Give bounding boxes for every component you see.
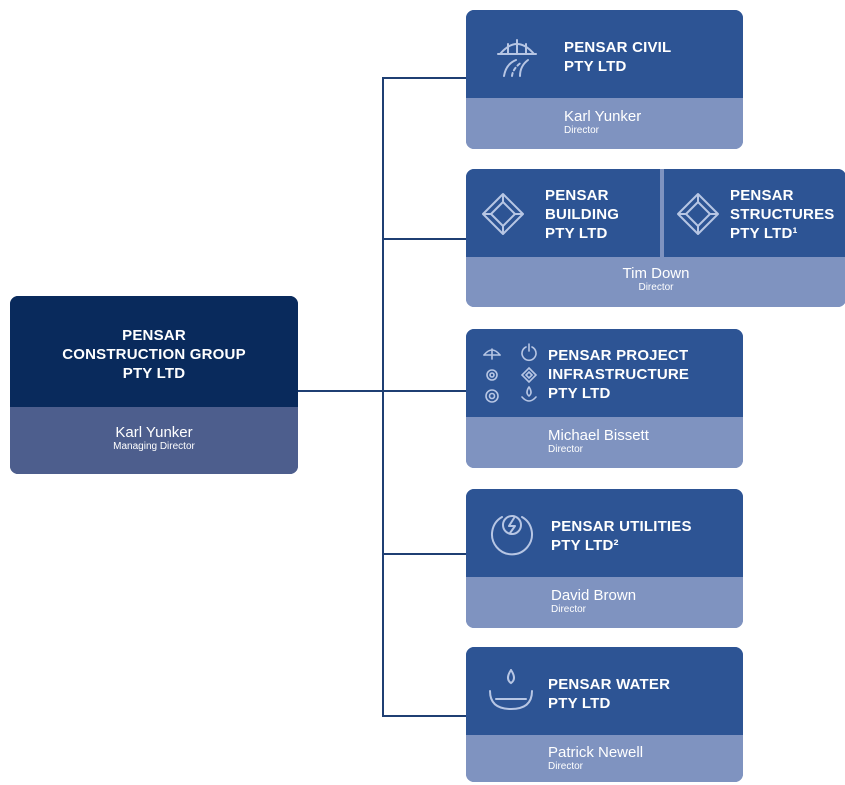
vertical-connector: [382, 77, 384, 717]
root-role: Managing Director: [113, 441, 195, 452]
water-title: PENSAR WATER PTY LTD: [548, 675, 670, 713]
utilities-role: Director: [551, 604, 587, 615]
root-connector: [298, 390, 384, 392]
utilities-title-line: PTY LTD²: [551, 537, 619, 554]
building-title: PENSAR BUILDING PTY LTD: [545, 186, 619, 243]
water-title-line: PTY LTD: [548, 695, 611, 712]
branch-project: [382, 390, 468, 392]
root-card: PENSAR CONSTRUCTION GROUP PTY LTD Karl Y…: [10, 296, 298, 474]
cube-diamond-icon: [675, 191, 721, 237]
power-icon: [521, 346, 537, 362]
water-role: Director: [548, 761, 584, 772]
water-card: PENSAR WATER PTY LTD Patrick Newell Dire…: [466, 647, 743, 782]
water-card-header: PENSAR WATER PTY LTD: [466, 647, 743, 735]
branch-building: [382, 238, 468, 240]
bridge-road-icon: [494, 32, 540, 78]
root-card-header: PENSAR CONSTRUCTION GROUP PTY LTD: [10, 296, 298, 407]
project-title-line: INFRASTRUCTURE: [548, 366, 690, 383]
drop-icon: [526, 386, 532, 398]
utilities-title-line: PENSAR UTILITIES: [551, 518, 692, 535]
civil-person: Karl Yunker: [564, 108, 642, 125]
water-card-footer: Patrick Newell Director: [466, 735, 743, 782]
cube-diamond-icon: [480, 191, 526, 237]
building-title-line: PTY LTD: [545, 225, 608, 242]
lightning-circle-icon: [488, 509, 536, 557]
water-drop-bowl-icon: [486, 667, 536, 715]
building-structures-person: Tim Down: [622, 265, 690, 282]
utilities-card: PENSAR UTILITIES PTY LTD² David Brown Di…: [466, 489, 743, 628]
water-person: Patrick Newell: [548, 744, 644, 761]
project-card: PENSAR PROJECT INFRASTRUCTURE PTY LTD Mi…: [466, 329, 743, 468]
gear-icon: [486, 369, 498, 381]
project-role: Director: [548, 444, 584, 455]
civil-title-line: PTY LTD: [564, 58, 627, 75]
structures-card-header: PENSAR STRUCTURES PTY LTD¹: [664, 169, 845, 257]
project-title-line: PTY LTD: [548, 385, 611, 402]
project-card-footer: Michael Bissett Director: [466, 417, 743, 468]
civil-title-line: PENSAR CIVIL: [564, 39, 672, 56]
root-title: PENSAR CONSTRUCTION GROUP PTY LTD: [10, 326, 298, 383]
civil-card-footer: Karl Yunker Director: [466, 98, 743, 149]
project-card-header: PENSAR PROJECT INFRASTRUCTURE PTY LTD: [466, 329, 743, 417]
infrastructure-icons-grid: [478, 341, 550, 405]
project-person: Michael Bissett: [548, 427, 649, 444]
branch-civil: [382, 77, 468, 79]
branch-utilities: [382, 553, 468, 555]
structures-title-line: STRUCTURES: [730, 206, 835, 223]
building-title-line: PENSAR: [545, 187, 609, 204]
building-structures-footer: Tim Down Director: [466, 257, 845, 307]
civil-card-header: PENSAR CIVIL PTY LTD: [466, 10, 743, 98]
branch-water: [382, 715, 468, 717]
civil-card: PENSAR CIVIL PTY LTD Karl Yunker Directo…: [466, 10, 743, 149]
structures-title: PENSAR STRUCTURES PTY LTD¹: [730, 186, 835, 243]
utilities-card-header: PENSAR UTILITIES PTY LTD²: [466, 489, 743, 577]
project-title-line: PENSAR PROJECT: [548, 347, 689, 364]
building-title-line: BUILDING: [545, 206, 620, 223]
civil-role: Director: [564, 125, 600, 136]
settings-icon: [485, 389, 499, 403]
root-card-footer: Karl Yunker Managing Director: [10, 407, 298, 474]
utilities-title: PENSAR UTILITIES PTY LTD²: [551, 517, 692, 555]
root-title-line: PENSAR: [122, 327, 186, 344]
building-card-header: PENSAR BUILDING PTY LTD: [466, 169, 660, 257]
root-title-line: CONSTRUCTION GROUP: [62, 346, 246, 363]
building-structures-role: Director: [638, 282, 674, 293]
structures-title-line: PENSAR: [730, 187, 794, 204]
utilities-card-footer: David Brown Director: [466, 577, 743, 628]
root-title-line: PTY LTD: [122, 365, 186, 382]
water-title-line: PENSAR WATER: [548, 676, 671, 693]
root-person: Karl Yunker: [115, 424, 193, 441]
structures-title-line: PTY LTD¹: [730, 225, 798, 242]
utilities-person: David Brown: [551, 587, 637, 604]
building-structures-card: PENSAR BUILDING PTY LTD PENSAR STRUCTURE…: [466, 169, 845, 307]
cube-icon: [520, 366, 538, 384]
project-title: PENSAR PROJECT INFRASTRUCTURE PTY LTD: [548, 346, 689, 403]
civil-title: PENSAR CIVIL PTY LTD: [564, 38, 671, 76]
